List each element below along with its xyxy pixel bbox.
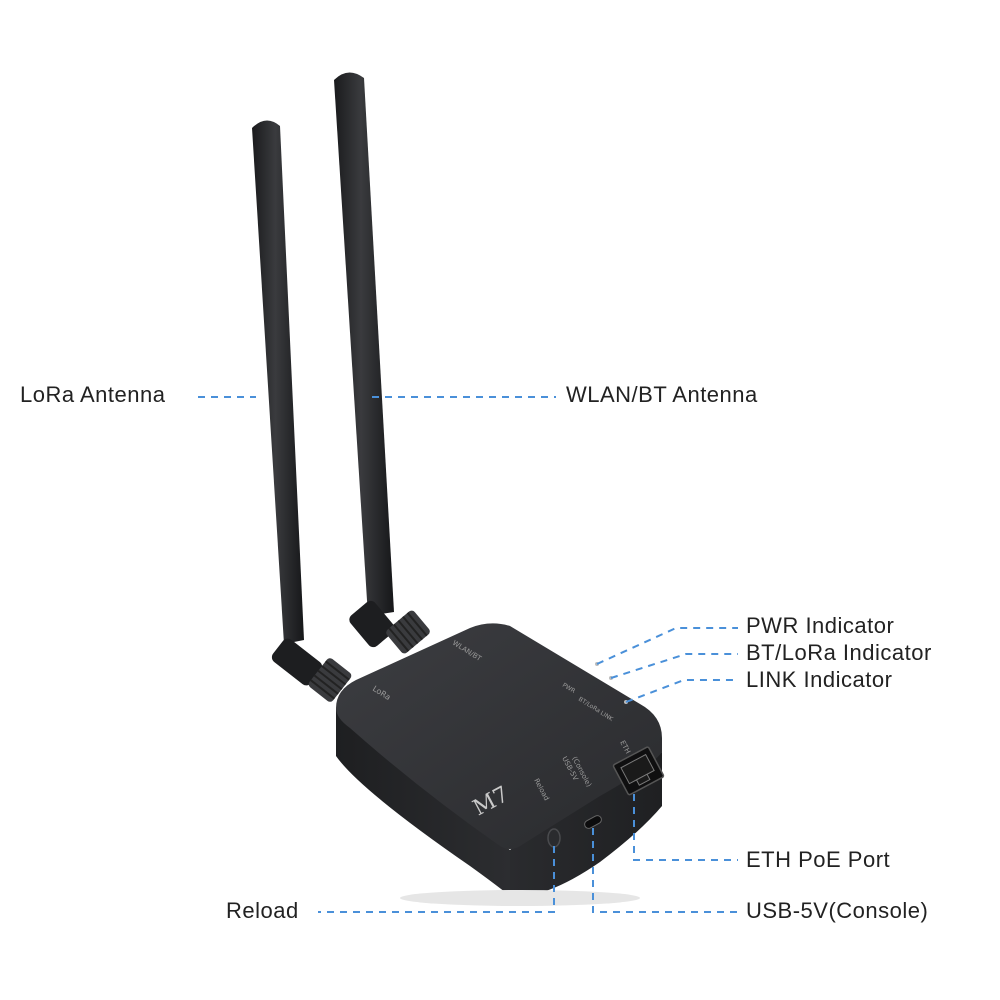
wlan-bt-antenna bbox=[334, 72, 430, 654]
label-lora-antenna: LoRa Antenna bbox=[20, 382, 166, 407]
gateway-body bbox=[336, 623, 662, 906]
lora-antenna bbox=[252, 120, 352, 702]
reload-button bbox=[547, 828, 561, 848]
leader-eth bbox=[633, 794, 738, 861]
label-eth-port: ETH PoE Port bbox=[746, 847, 891, 872]
label-link-indicator: LINK Indicator bbox=[746, 667, 893, 692]
leader-link bbox=[625, 679, 738, 703]
leader-usb bbox=[592, 828, 738, 913]
label-usb-port: USB-5V(Console) bbox=[746, 898, 929, 923]
leader-pwr bbox=[596, 627, 738, 665]
label-reload: Reload bbox=[226, 898, 299, 923]
usb-c-port bbox=[584, 815, 602, 829]
label-pwr-indicator: PWR Indicator bbox=[746, 613, 895, 638]
leader-lines bbox=[198, 396, 738, 913]
eth-poe-port bbox=[612, 746, 665, 796]
leader-reload bbox=[318, 846, 555, 913]
leader-btlora bbox=[610, 653, 738, 679]
label-btlora-indicator: BT/LoRa Indicator bbox=[746, 640, 932, 665]
label-wlan-antenna: WLAN/BT Antenna bbox=[566, 382, 758, 407]
